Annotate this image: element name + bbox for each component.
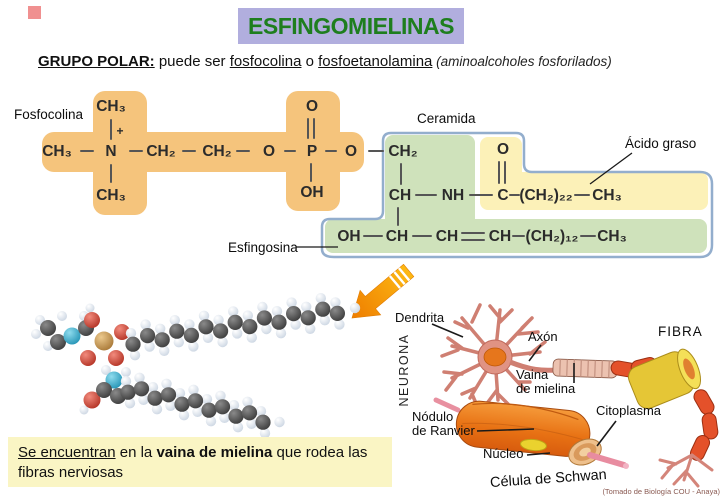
footer-bold: vaina de mielina <box>156 444 273 461</box>
chem-bond <box>509 194 520 196</box>
chem-bond <box>397 207 399 226</box>
fosfocolina-term: fosfocolina <box>229 53 302 70</box>
acido-graso-pointer <box>589 152 633 185</box>
phosphocholine-highlight <box>42 91 364 215</box>
chem-bond <box>80 150 94 152</box>
dendrita-label: Dendrita <box>395 310 445 325</box>
chem-double-bond <box>461 239 485 241</box>
chem-token: (CH₂)₁₂ <box>525 228 579 245</box>
title-bar: ESFINGOMIELINAS <box>238 8 464 44</box>
credit-text: (Tomado de Biología COU - Anaya) <box>602 487 720 496</box>
sphingomyelin-3d-model <box>31 293 361 439</box>
schwann-nucleus <box>520 438 547 452</box>
chem-token: (CH₂)₂₂ <box>519 187 573 204</box>
acido-graso-label: Ácido graso <box>625 136 697 151</box>
dendrites <box>440 303 547 410</box>
down-left-arrow-icon <box>351 263 415 319</box>
chem-token: CH₂ <box>388 143 418 160</box>
chem-bond <box>110 119 112 140</box>
neuron-pointers <box>431 323 617 456</box>
chem-bond <box>325 150 337 152</box>
chem-token: CH₃ <box>96 187 126 204</box>
chem-token: CH₂ <box>202 143 232 160</box>
myelin-cylinder <box>627 348 702 409</box>
chem-bond <box>363 235 383 237</box>
chem-bond <box>368 150 384 152</box>
chem-token: CH₂ <box>146 143 176 160</box>
fosfoetanolamina-term: fosfoetanolamina <box>318 53 433 70</box>
chem-token: CH <box>388 187 412 204</box>
chem-double-bond <box>498 161 500 184</box>
chem-token: CH₃ <box>592 187 622 204</box>
chem-token: C <box>497 187 509 204</box>
chem-bond <box>310 163 312 182</box>
subtitle: GRUPO POLAR: puede ser fosfocolina o fos… <box>38 53 612 70</box>
chem-bond <box>110 164 112 183</box>
chem-double-bond <box>313 118 315 139</box>
chem-token: CH <box>435 228 459 245</box>
footer-underlined: Se encuentran <box>18 444 116 461</box>
chem-token: P <box>306 143 318 160</box>
chem-bond <box>574 194 590 196</box>
footer-note: Se encuentran en la vaina de mielina que… <box>8 437 392 487</box>
subtitle-text-2: o <box>301 53 319 70</box>
chem-token: CH₃ <box>96 98 126 115</box>
chem-token: OH <box>300 184 324 201</box>
myelin-sheath-tube <box>552 358 618 379</box>
chem-bond <box>580 235 596 237</box>
chem-token: O <box>262 143 276 160</box>
subtitle-note: (aminoalcoholes fosforilados) <box>432 54 612 69</box>
chem-double-bond <box>461 232 485 234</box>
neuron-illustration <box>431 303 719 488</box>
chem-token: OH <box>337 228 361 245</box>
chem-bond <box>236 150 250 152</box>
neurona-label: NEURONA <box>397 333 411 407</box>
nerve-terminals <box>658 453 714 488</box>
chem-double-bond <box>504 161 506 184</box>
chem-bond <box>469 194 493 196</box>
chem-double-bond <box>307 118 309 139</box>
chem-token: CH <box>488 228 512 245</box>
chem-token: O <box>344 143 358 160</box>
ceramida-label: Ceramida <box>417 111 476 126</box>
fosfocolina-label: Fosfocolina <box>14 107 84 122</box>
axon <box>509 359 557 373</box>
slide-marker <box>28 6 41 19</box>
charge-plus: + <box>116 124 124 138</box>
chem-bond <box>284 150 296 152</box>
chem-token: CH <box>385 228 409 245</box>
chem-bond <box>182 150 196 152</box>
chem-token: N <box>105 143 117 160</box>
chem-bond <box>512 235 525 237</box>
nucleo-label: Núcleo <box>483 446 524 461</box>
fatty-acid-highlight <box>480 172 708 210</box>
fibra-label: FIBRA <box>658 324 703 339</box>
chem-token: CH₃ <box>597 228 627 245</box>
chem-bond <box>412 235 432 237</box>
subtitle-text-1: puede ser <box>154 53 230 70</box>
chem-bond <box>129 150 143 152</box>
chem-token: O <box>305 98 319 115</box>
citoplasma-label: Citoplasma <box>596 403 662 418</box>
axon-label: Axón <box>528 329 558 344</box>
chem-token: NH <box>441 187 465 204</box>
chem-bond <box>415 194 437 196</box>
chem-token: O <box>496 141 510 158</box>
chem-token: CH₃ <box>42 143 72 160</box>
chem-bond <box>400 163 402 185</box>
page-title: ESFINGOMIELINAS <box>248 12 454 39</box>
soma-nucleus <box>483 347 507 367</box>
esfingosina-label: Esfingosina <box>228 240 298 255</box>
grupo-polar-label: GRUPO POLAR: <box>38 53 155 70</box>
